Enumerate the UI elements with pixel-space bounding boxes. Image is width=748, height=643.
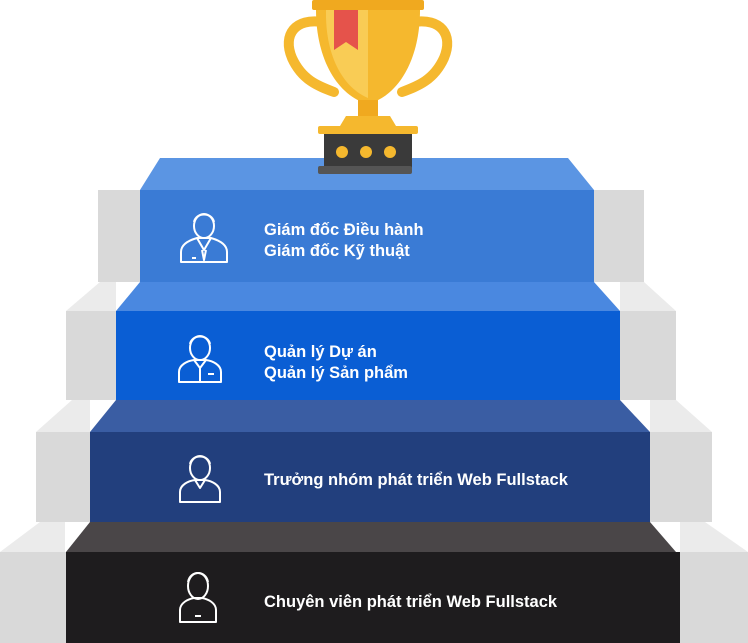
- manager-person-icon: [178, 335, 222, 383]
- stair-side-right-4: [680, 552, 748, 643]
- stair-side-right-2-top: [620, 282, 676, 311]
- level-1-line-2: Giám đốc Kỹ thuật: [264, 242, 410, 260]
- stair-sides: [0, 190, 748, 643]
- step-front-1: [140, 190, 594, 282]
- stair-side-right-4-top: [680, 522, 748, 552]
- stair-side-right-2: [620, 311, 676, 400]
- stair-side-left-2-top: [66, 282, 116, 311]
- level-2-line-1: Quản lý Dự án: [264, 343, 377, 361]
- level-1-title: Giám đốc Điều hành Giám đốc Kỹ thuật: [264, 220, 424, 262]
- trophy-ribbon: [334, 10, 358, 50]
- level-4-title: Chuyên viên phát triển Web Fullstack: [264, 592, 557, 613]
- step-top-2: [116, 282, 620, 311]
- team-lead-person-icon: [179, 455, 221, 503]
- stair-side-left-3-top: [36, 400, 90, 432]
- stair-side-right-3-top: [650, 400, 712, 432]
- level-4-line-1: Chuyên viên phát triển Web Fullstack: [264, 593, 558, 611]
- level-1-line-1: Giám đốc Điều hành: [264, 221, 424, 239]
- executive-person-icon: [180, 213, 228, 263]
- stair-side-left-4: [0, 552, 66, 643]
- level-2-line-2: Quản lý Sản phẩm: [264, 364, 408, 382]
- stair-side-right-1: [594, 190, 644, 282]
- step-front-2: [116, 311, 620, 400]
- step-front-4: [66, 552, 680, 643]
- stair-side-left-3: [36, 432, 90, 522]
- stair-steps: [66, 158, 680, 643]
- stair-side-left-2: [66, 311, 116, 400]
- trophy-icon: [283, 0, 453, 174]
- stair-side-right-3: [650, 432, 712, 522]
- level-2-title: Quản lý Dự án Quản lý Sản phẩm: [264, 342, 408, 384]
- step-front-3: [90, 432, 650, 522]
- level-3-title: Trưởng nhóm phát triển Web Fullstack: [264, 470, 568, 491]
- specialist-person-icon: [179, 572, 217, 623]
- step-top-4: [66, 522, 676, 552]
- level-3-line-1: Trưởng nhóm phát triển Web Fullstack: [264, 471, 568, 489]
- stair-side-left-4-top: [0, 522, 65, 552]
- step-top-3: [90, 400, 650, 432]
- stair-side-left-1: [98, 190, 140, 282]
